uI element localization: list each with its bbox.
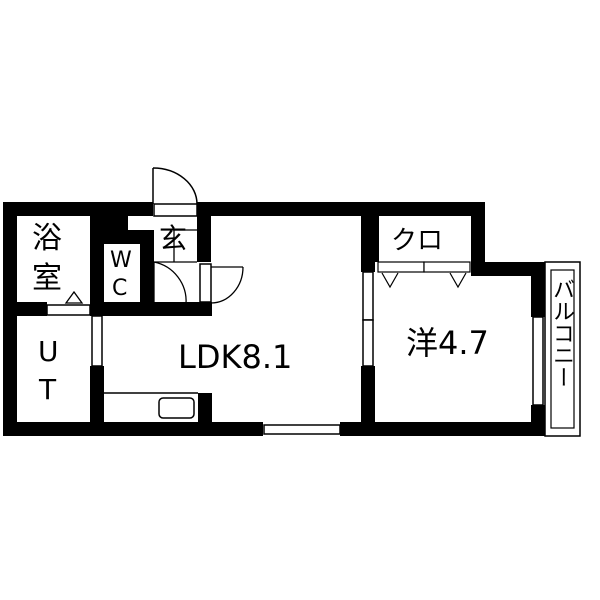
- wc-label-1: W: [110, 248, 132, 273]
- bath-label-2: 室: [32, 261, 62, 296]
- utility-label-2: T: [39, 373, 57, 406]
- bath-label-1: 浴: [32, 221, 62, 256]
- wc-label-2: C: [112, 276, 128, 301]
- ldk-label: LDK8.1: [178, 338, 293, 376]
- balcony-label: バルコニー: [549, 278, 574, 388]
- western-room-label: 洋4.7: [406, 324, 489, 362]
- entrance-label: 玄: [159, 222, 188, 255]
- closet-label: クロ: [391, 226, 444, 256]
- utility-label-1: U: [38, 335, 59, 368]
